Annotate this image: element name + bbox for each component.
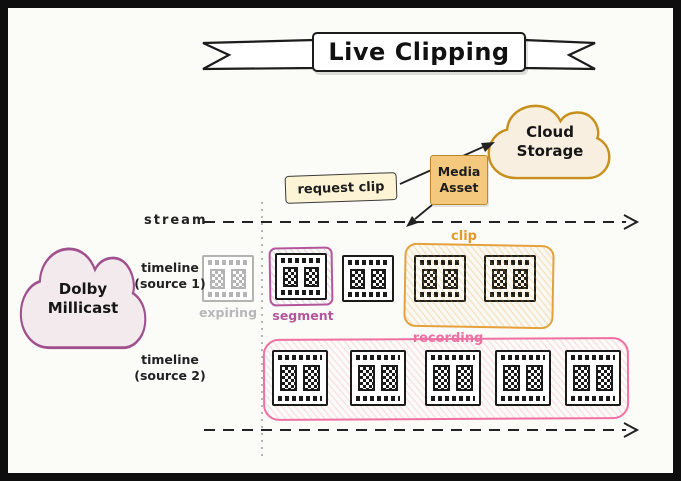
film-frame bbox=[380, 365, 398, 391]
film-sprockets bbox=[281, 258, 321, 263]
film-frames bbox=[490, 265, 530, 292]
film-sprockets bbox=[356, 396, 400, 401]
page-title: Live Clipping bbox=[328, 38, 510, 66]
film-sprockets bbox=[420, 260, 460, 265]
film-sprockets bbox=[208, 292, 248, 297]
clip-label: clip bbox=[451, 229, 477, 244]
request-clip-box: request clip bbox=[284, 172, 398, 204]
ribbon-right-tail-icon bbox=[522, 38, 596, 71]
timeline2-line1: timeline bbox=[141, 352, 199, 367]
expiring-label: expiring bbox=[198, 305, 258, 320]
film-frame bbox=[492, 268, 508, 289]
timeline1-line1: timeline bbox=[141, 260, 199, 275]
dolby-cloud-icon bbox=[19, 247, 147, 350]
film-sprockets bbox=[431, 396, 475, 401]
film-frame bbox=[230, 268, 246, 289]
film-frame bbox=[512, 268, 528, 289]
request-to-cloud-arrowhead-icon bbox=[481, 142, 495, 152]
title-banner: Live Clipping bbox=[312, 32, 526, 72]
film-sprockets bbox=[501, 355, 545, 360]
asset-to-stream-arrowhead-icon bbox=[406, 216, 418, 227]
film-frame bbox=[433, 365, 451, 391]
film-frames bbox=[281, 263, 321, 290]
film-strip bbox=[495, 350, 551, 406]
film-sprockets bbox=[571, 355, 615, 360]
timeline2-line2: (source 2) bbox=[134, 368, 206, 383]
film-sprockets bbox=[278, 396, 322, 401]
film-strip bbox=[342, 255, 394, 302]
film-strip-in-clip bbox=[484, 255, 536, 302]
film-sprockets bbox=[571, 396, 615, 401]
film-frames bbox=[420, 265, 460, 292]
timeline1-line2: (source 1) bbox=[134, 276, 206, 291]
film-strip-expiring bbox=[202, 255, 254, 302]
clip-region bbox=[403, 242, 555, 330]
film-strip bbox=[565, 350, 621, 406]
film-frame bbox=[422, 268, 438, 289]
film-frames bbox=[208, 265, 248, 292]
film-sprockets bbox=[490, 292, 530, 297]
media-asset-box: Media Asset bbox=[430, 155, 488, 205]
film-frame bbox=[350, 268, 366, 289]
stream-arrowhead-icon bbox=[623, 214, 640, 230]
recording-label: recording bbox=[412, 331, 484, 346]
film-frame bbox=[503, 365, 521, 391]
film-strip bbox=[350, 350, 406, 406]
asset-to-stream-line bbox=[414, 204, 433, 220]
media-asset-line2: Asset bbox=[439, 180, 479, 195]
film-strip bbox=[272, 350, 328, 406]
film-sprockets bbox=[348, 260, 388, 265]
film-strip bbox=[425, 350, 481, 406]
film-frame bbox=[525, 365, 543, 391]
cloud-storage-line2: Storage bbox=[516, 142, 584, 160]
dolby-line1: Dolby bbox=[58, 280, 108, 298]
film-sprockets bbox=[278, 355, 322, 360]
film-frame bbox=[280, 365, 298, 391]
film-frame bbox=[595, 365, 613, 391]
film-frames bbox=[571, 360, 615, 396]
film-strip-segment bbox=[275, 253, 327, 300]
film-frame bbox=[370, 268, 386, 289]
cloud-storage-icon bbox=[487, 104, 611, 180]
film-sprockets bbox=[281, 290, 321, 295]
film-frames bbox=[501, 360, 545, 396]
film-sprockets bbox=[420, 292, 460, 297]
film-frame bbox=[302, 365, 320, 391]
film-frames bbox=[431, 360, 475, 396]
ribbon-left-tail-icon bbox=[202, 38, 316, 71]
film-frames bbox=[348, 265, 388, 292]
film-frame bbox=[210, 268, 226, 289]
film-sprockets bbox=[501, 396, 545, 401]
film-frame bbox=[455, 365, 473, 391]
film-strip-in-clip bbox=[414, 255, 466, 302]
stream-label: stream bbox=[144, 213, 208, 228]
timeline1-label: timeline (source 1) bbox=[126, 260, 214, 292]
film-frame bbox=[303, 266, 319, 287]
film-frame bbox=[573, 365, 591, 391]
film-frames bbox=[278, 360, 322, 396]
timeline2-label: timeline (source 2) bbox=[126, 352, 214, 384]
dolby-millicast-label: Dolby Millicast bbox=[28, 280, 138, 318]
timeline2-arrowhead-icon bbox=[623, 422, 640, 438]
cloud-storage-label: Cloud Storage bbox=[500, 123, 600, 161]
film-sprockets bbox=[348, 292, 388, 297]
film-frames bbox=[356, 360, 400, 396]
film-sprockets bbox=[490, 260, 530, 265]
media-asset-line1: Media bbox=[437, 164, 481, 179]
segment-label: segment bbox=[272, 308, 334, 323]
film-frame bbox=[442, 268, 458, 289]
film-sprockets bbox=[208, 260, 248, 265]
film-frame bbox=[358, 365, 376, 391]
film-sprockets bbox=[356, 355, 400, 360]
dolby-line2: Millicast bbox=[47, 299, 119, 317]
film-frame bbox=[283, 266, 299, 287]
cloud-storage-line1: Cloud bbox=[526, 123, 574, 141]
film-sprockets bbox=[431, 355, 475, 360]
